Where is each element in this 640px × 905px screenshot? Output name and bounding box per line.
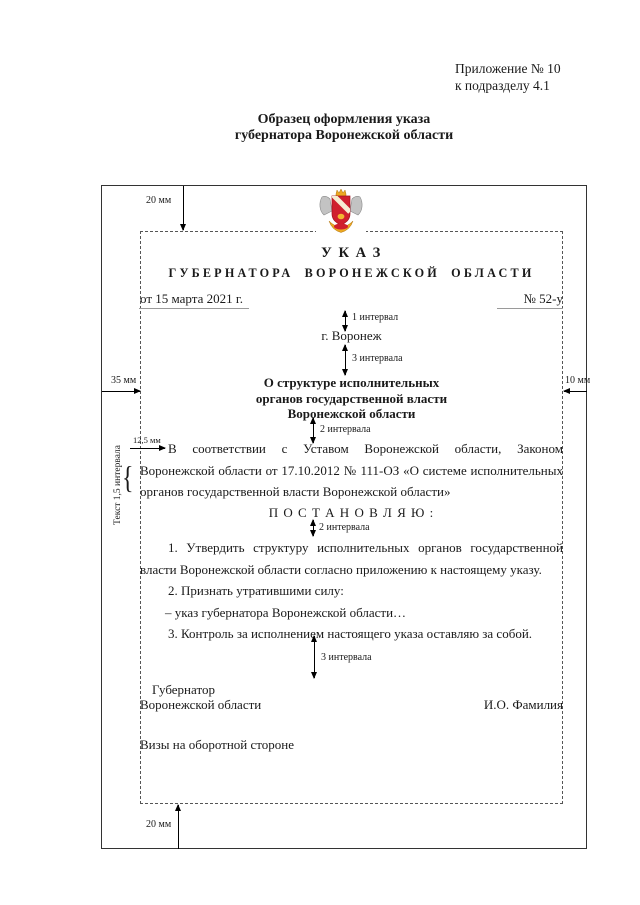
- decree-item-2: 2. Признать утратившими силу:: [168, 583, 344, 598]
- interval-3-signature-arrow-icon: [311, 635, 317, 679]
- first-line-indent-arrow-icon: [130, 445, 166, 451]
- interval-1-label: 1 интервал: [352, 312, 399, 323]
- appendix-reference: Приложение № 10 к подразделу 4.1: [455, 60, 561, 94]
- left-margin-label: 35 мм: [111, 375, 137, 386]
- coat-of-arms-svg: [317, 187, 365, 235]
- interval-2-resolve-arrow-icon: [310, 519, 316, 537]
- interval-2-resolve-label: 2 интервала: [319, 522, 370, 533]
- subject-line-3: Воронежской области: [287, 406, 416, 421]
- decree-item-1: 1. Утвердить структуру исполнительных ор…: [140, 540, 563, 577]
- bottom-margin-label: 20 мм: [146, 819, 172, 830]
- decree-city: г. Воронеж: [321, 328, 382, 343]
- left-margin-arrow-icon: [102, 388, 141, 394]
- visas-note: Визы на оборотной стороне: [140, 737, 295, 752]
- decree-date: от 15 марта 2021 г.: [140, 291, 243, 306]
- paragraph-brace: {: [122, 459, 134, 495]
- interval-3-city-label: 3 интервала: [352, 353, 403, 364]
- bottom-margin-arrow-icon: [175, 804, 181, 849]
- page-title: Образец оформления указа губернатора Вор…: [104, 112, 584, 144]
- voronezh-coat-of-arms-icon: [316, 187, 366, 235]
- decree-preamble: В соответствии с Уставом Воронежской обл…: [140, 441, 563, 499]
- top-margin-arrow-icon: [180, 186, 186, 231]
- interval-3-signature-label: 3 интервала: [321, 652, 372, 663]
- right-margin-label: 10 мм: [565, 375, 591, 386]
- decree-items: 1. Утвердить структуру исполнительных ор…: [140, 537, 563, 645]
- interval-2-subject-label: 2 интервала: [320, 424, 371, 435]
- appendix-line-1: Приложение № 10: [455, 61, 561, 76]
- decree-number: № 52-у: [523, 291, 563, 306]
- signer-post: Губернатор Воронежской области: [140, 682, 261, 712]
- page-title-line-1: Образец оформления указа: [257, 112, 431, 127]
- interval-1-arrow-icon: [342, 310, 348, 332]
- signer-post-line-2: Воронежской области: [140, 697, 262, 712]
- date-underline: [139, 308, 249, 309]
- decree-issuer: ГУБЕРНАТОРА ВОРОНЕЖСКОЙ ОБЛАСТИ: [168, 266, 535, 280]
- interval-3-city-arrow-icon: [342, 344, 348, 376]
- right-margin-arrow-icon: [563, 388, 587, 394]
- date-number-row: от 15 марта 2021 г. № 52-у: [140, 291, 563, 307]
- decree-item-3: 3. Контроль за исполнением настоящего ук…: [168, 626, 533, 641]
- signature-row: Губернатор Воронежской области И.О. Фами…: [140, 682, 563, 712]
- decree-item-2a: – указ губернатора Воронежской области…: [165, 604, 407, 620]
- first-line-indent-label: 12,5 мм: [133, 435, 161, 445]
- decree-subject: О структуре исполнительных органов госуд…: [140, 375, 563, 422]
- signer-name: И.О. Фамилия: [483, 697, 563, 712]
- subject-line-1: О структуре исполнительных: [263, 375, 440, 390]
- decree-resolve-word: П О С Т А Н О В Л Я Ю :: [268, 505, 435, 520]
- top-margin-label: 20 мм: [146, 195, 172, 206]
- appendix-line-2: к подразделу 4.1: [455, 78, 550, 93]
- subject-line-2: органов государственной власти: [255, 390, 448, 406]
- page-title-line-2: губернатора Воронежской области: [234, 128, 454, 143]
- interval-2-subject-arrow-icon: [310, 417, 316, 444]
- decree-kind: У К А З: [321, 245, 382, 261]
- page-border-frame: [101, 185, 587, 849]
- signer-post-line-1: Губернатор: [152, 682, 215, 697]
- number-underline: [497, 308, 563, 309]
